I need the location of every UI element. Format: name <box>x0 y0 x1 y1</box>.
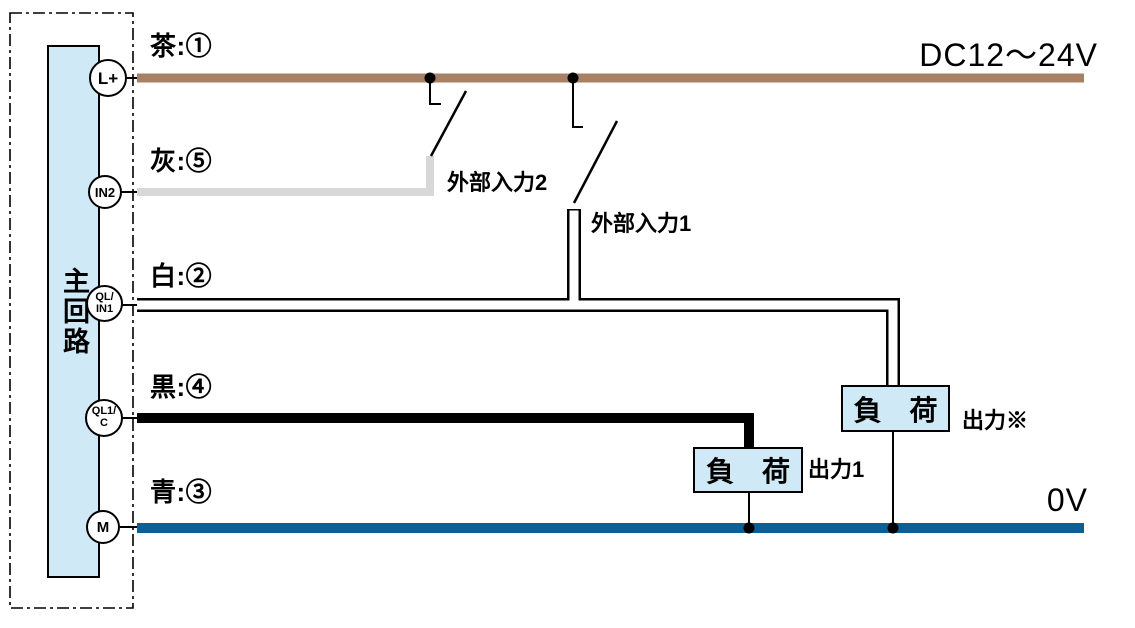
wire-white-outline-main <box>137 298 900 386</box>
junction-dot-brown-2 <box>567 72 579 84</box>
switch1-fixed-contact <box>572 80 583 128</box>
wire-label-black: 黒:④ <box>150 372 213 402</box>
terminal-in2: IN2 <box>88 175 122 209</box>
terminal-m: M <box>86 510 120 544</box>
wire-label-brown: 茶:① <box>150 31 213 61</box>
rail-label-0v: 0V <box>1046 482 1088 518</box>
terminal-l-plus-label: L+ <box>97 68 119 88</box>
terminal-ql-in1: QL/ IN1 <box>86 285 123 322</box>
switch2-blade <box>429 90 468 157</box>
load-box-output1-label: 負 荷 <box>705 456 790 487</box>
junction-dot-blue-2 <box>887 522 899 534</box>
load-box-output-note-label: 負 荷 <box>853 394 938 426</box>
terminal-ql-in1-label-line2: IN1 <box>95 302 114 315</box>
main-circuit-label: 主回路 <box>59 266 89 357</box>
output1-label: 出力1 <box>808 457 865 482</box>
switch1-blade <box>572 120 619 204</box>
terminal-in2-label: IN2 <box>94 184 116 200</box>
terminal-m-label: M <box>96 518 110 536</box>
junction-dot-blue-1 <box>743 522 755 534</box>
wire-white-core-main <box>137 300 898 386</box>
enclosure-dashdot-border <box>9 12 134 609</box>
wire-gray-in2 <box>137 156 434 196</box>
output-note-label: 出力※ <box>962 408 1029 433</box>
load-box-output-note: 負 荷 <box>841 385 950 432</box>
rail-label-dc12-24v: DC12〜24V <box>919 37 1098 73</box>
wire-label-white: 白:② <box>150 261 213 291</box>
terminal-l-plus: L+ <box>89 59 127 97</box>
junction-dot-brown-1 <box>424 72 436 84</box>
terminal-ql1-c-label-line1: QL1/ <box>91 405 117 418</box>
wire-label-gray: 灰:⑤ <box>150 146 213 176</box>
switch-label-external-input-1: 外部入力1 <box>591 211 692 236</box>
wire-black-ql1c <box>137 413 754 447</box>
switch-label-external-input-2: 外部入力2 <box>447 170 548 195</box>
terminal-ql1-c: QL1/ C <box>85 399 123 437</box>
load-box-output1: 負 荷 <box>693 447 803 493</box>
terminal-ql1-c-label-line2: C <box>100 417 108 429</box>
switch2-fixed-contact <box>429 80 441 105</box>
wire-label-blue: 青:③ <box>150 477 213 507</box>
terminal-ql-in1-label-line1: QL/ <box>95 290 114 303</box>
